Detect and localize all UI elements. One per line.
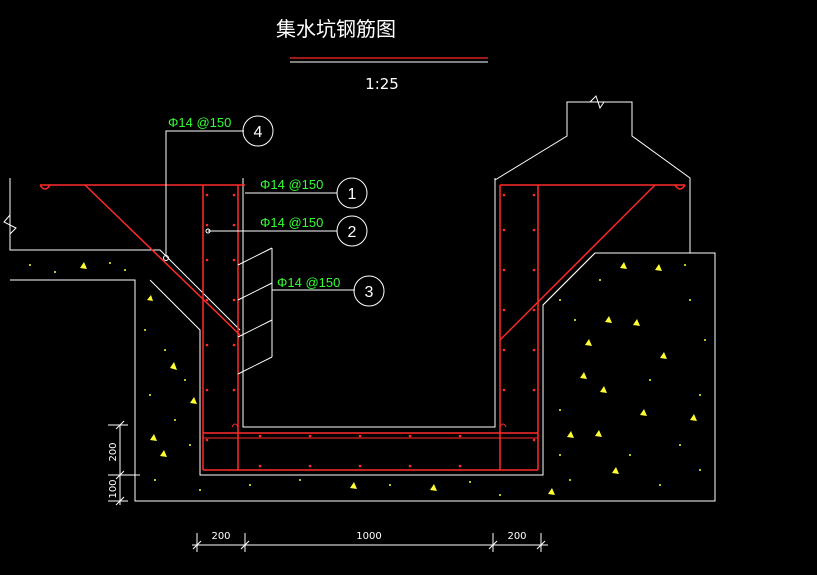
- callout-1: 1 Φ14 @150: [260, 177, 368, 209]
- drawing-title: 集水坑钢筋图: [276, 17, 396, 41]
- callout-3: 3 Φ14 @150: [277, 275, 385, 307]
- callout-3-spec: Φ14 @150: [277, 275, 340, 290]
- callout-3-number: 3: [365, 284, 374, 301]
- vertical-dimension: [108, 420, 140, 506]
- callout-1-spec: Φ14 @150: [260, 177, 323, 192]
- concrete-outline: [3, 95, 716, 502]
- callout-2-number: 2: [348, 224, 357, 241]
- dim-horizontal-mid: 1000: [356, 531, 381, 542]
- concrete-aggregate: [29, 262, 706, 496]
- rebar-dots: [205, 193, 536, 468]
- callout-4-spec: Φ14 @150: [168, 115, 231, 130]
- callout-4: 4 Φ14 @150: [168, 115, 274, 147]
- callout-1-number: 1: [348, 186, 357, 203]
- leader-2-anchor: [205, 228, 211, 234]
- dim-vertical-100: 100: [108, 479, 119, 498]
- stirrup-marks: [237, 247, 273, 375]
- leader-4-anchor: [163, 255, 169, 261]
- callout-2: 2 Φ14 @150: [260, 215, 368, 247]
- horizontal-dimension: [192, 533, 548, 552]
- drawing-scale: 1:25: [365, 75, 399, 93]
- leader-lines: [165, 130, 355, 291]
- rebar-lines: [39, 184, 686, 471]
- callout-2-spec: Φ14 @150: [260, 215, 323, 230]
- callout-4-number: 4: [254, 124, 263, 141]
- dim-horizontal-right: 200: [507, 531, 526, 542]
- dim-vertical-200: 200: [108, 442, 119, 461]
- dim-horizontal-left: 200: [211, 531, 230, 542]
